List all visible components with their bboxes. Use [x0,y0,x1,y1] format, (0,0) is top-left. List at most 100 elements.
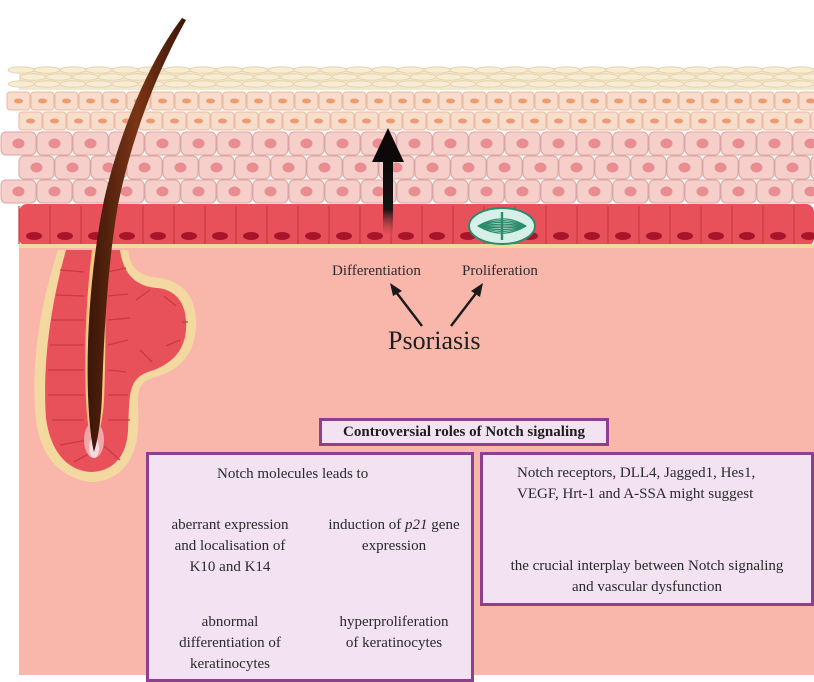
corneum-cell [658,81,684,87]
basal-nucleus [26,232,42,240]
basal-nucleus [119,232,135,240]
granular-nucleus [74,119,83,124]
granular-nucleus [782,99,791,104]
spinous-nucleus [193,187,205,197]
spinous-nucleus [643,163,655,173]
corneum-cell [476,67,502,73]
granular-nucleus [314,119,323,124]
basal-nucleus [429,232,445,240]
granular-nucleus [338,119,347,124]
corneum-cell [112,67,138,73]
granular-nucleus [386,119,395,124]
granular-nucleus [434,119,443,124]
spinous-nucleus [265,187,277,197]
differentiation-label: Differentiation [332,263,421,280]
corneum-cell [528,81,554,87]
spinous-nucleus [373,187,385,197]
corneum-cell [268,67,294,73]
spinous-nucleus [193,139,205,149]
corneum-cell [8,81,34,87]
p21-line-2: expression [316,536,472,557]
corneum-cell [216,67,242,73]
corneum-cell [762,81,788,87]
granular-nucleus [710,99,719,104]
p21-line-1: induction of p21 gene [316,515,472,536]
corneum-cell [670,74,696,80]
corneum-cell [514,74,540,80]
spinous-nucleus [679,163,691,173]
basal-nucleus [336,232,352,240]
granular-nucleus [506,119,515,124]
corneum-cell [164,67,190,73]
spinous-nucleus [697,139,709,149]
spinous-nucleus [481,187,493,197]
granular-nucleus [302,99,311,104]
corneum-cell [372,81,398,87]
interplay-line-2: and vascular dysfunction [484,577,810,598]
abnormal-line-3: keratinocytes [150,654,310,675]
corneum-cell [242,67,268,73]
corneum-cell [254,74,280,80]
corneum-cell [774,74,800,80]
spinous-nucleus [589,139,601,149]
granular-nucleus [266,119,275,124]
granular-nucleus [518,99,527,104]
corneum-cell [20,74,46,80]
interplay-line-1: the crucial interplay between Notch sign… [484,556,810,577]
corneum-cell [606,81,632,87]
basal-nucleus [243,232,259,240]
granular-nucleus [746,119,755,124]
spinous-nucleus [787,163,799,173]
corneum-cell [424,67,450,73]
granular-nucleus [698,119,707,124]
corneum-cell [788,67,814,73]
basal-nucleus [57,232,73,240]
basal-nucleus [615,232,631,240]
granular-nucleus [374,99,383,104]
corneum-cell [592,74,618,80]
spinous-nucleus [211,163,223,173]
granular-nucleus [62,99,71,104]
basal-nucleus [181,232,197,240]
corneum-cell [436,74,462,80]
corneum-cell [710,67,736,73]
p21-italic: p21 [405,517,428,533]
corneum-cell [242,81,268,87]
corneum-cell [554,81,580,87]
granular-nucleus [674,119,683,124]
spinous-nucleus [121,187,133,197]
spinous-nucleus [463,163,475,173]
corneum-cell [528,67,554,73]
granular-nucleus [470,99,479,104]
spinous-nucleus [589,187,601,197]
abnormal-differentiation-text: abnormal differentiation of keratinocyte… [150,612,310,675]
spinous-nucleus [139,163,151,173]
corneum-cell [462,74,488,80]
corneum-cell [748,74,774,80]
spinous-nucleus [157,139,169,149]
spinous-nucleus [247,163,259,173]
p21-prefix: induction of [328,517,405,533]
corneum-cell [8,67,34,73]
spinous-nucleus [13,139,25,149]
aberrant-line-2: and localisation of [150,536,310,557]
left-box-header: Notch molecules leads to [217,464,368,485]
spinous-nucleus [283,163,295,173]
granular-nucleus [218,119,227,124]
granular-nucleus [50,119,59,124]
granular-nucleus [398,99,407,104]
spinous-nucleus [661,139,673,149]
granular-nucleus [638,99,647,104]
spinous-nucleus [553,187,565,197]
corneum-cell [280,74,306,80]
spinous-nucleus [535,163,547,173]
spinous-nucleus [697,187,709,197]
spinous-nucleus [229,139,241,149]
granular-nucleus [38,99,47,104]
granular-nucleus [458,119,467,124]
basal-nucleus [553,232,569,240]
corneum-cell [710,81,736,87]
corneum-cell [632,81,658,87]
spinous-nucleus [49,187,61,197]
corneum-cell [684,67,710,73]
